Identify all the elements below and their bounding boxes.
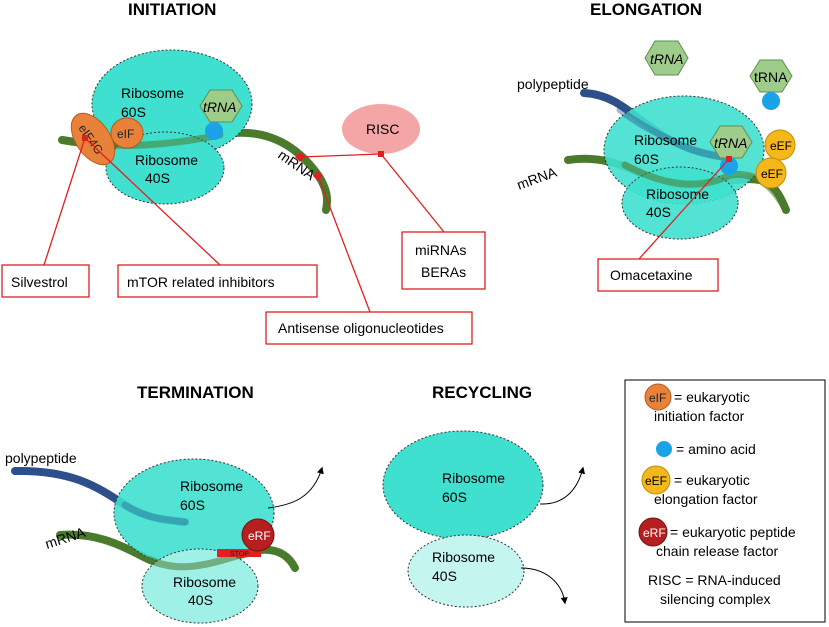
- omacetaxine-line: [638, 158, 730, 260]
- risc-label: RISC: [366, 121, 399, 137]
- termination-60s-label-size: 60S: [180, 497, 205, 513]
- legend-erf-line2: chain release factor: [656, 543, 779, 559]
- antisense-label: Antisense oligonucleotides: [278, 320, 444, 336]
- legend-eef-icon-label: eEF: [645, 474, 667, 488]
- recycling-ribosome-60s: [382, 430, 544, 540]
- initiation-title: INITIATION: [128, 0, 216, 19]
- initiation-inhibitor-dots: [82, 135, 384, 181]
- elongation-trna-hexagon: [709, 125, 753, 159]
- initiation-40s-label-size: 40S: [145, 170, 170, 186]
- termination-40s-label-ribosome: Ribosome: [173, 574, 236, 590]
- initiation-amino-acid: [205, 122, 223, 140]
- elongation-60s-label-ribosome: Ribosome: [634, 132, 697, 148]
- silvestrol-label: Silvestrol: [11, 274, 68, 290]
- elongation-eef-1: [764, 129, 796, 161]
- legend-eif-icon-label: eIF: [649, 391, 666, 405]
- initiation-60s-label-ribosome: Ribosome: [121, 85, 184, 101]
- initiation-eif-label: eIF: [117, 127, 134, 141]
- initiation-eif4g: [70, 112, 116, 166]
- omacetaxine-label: Omacetaxine: [610, 267, 693, 283]
- omacetaxine-box: [597, 258, 719, 292]
- elongation-trna-label: tRNA: [714, 135, 747, 151]
- termination-40s-label-size: 40S: [188, 592, 213, 608]
- elongation-free-amino-acid: [762, 92, 780, 110]
- recycling-40s-label-ribosome: Ribosome: [432, 549, 495, 565]
- elongation-60s-label-size: 60S: [634, 151, 659, 167]
- legend-eif-line2: initiation factor: [654, 408, 745, 424]
- legend-eef-line2: elongation factor: [654, 491, 758, 507]
- legend-box: [624, 379, 826, 623]
- elongation-40s-label-ribosome: Ribosome: [646, 186, 709, 202]
- elongation-free-trna-1: [644, 40, 689, 76]
- elongation-polypeptide-overlay: [616, 106, 732, 162]
- legend-erf-line1: = eukaryotic peptide: [670, 524, 796, 540]
- initiation-inhibitor-lines: [43, 137, 445, 313]
- elongation-polypeptide-label: polypeptide: [517, 76, 589, 92]
- elongation-amino-acid: [720, 157, 738, 175]
- legend-eif-icon: [644, 383, 672, 411]
- mtor-label: mTOR related inhibitors: [127, 274, 275, 290]
- recycling-60s-label-size: 60S: [442, 489, 467, 505]
- initiation-40s-label-ribosome: Ribosome: [135, 152, 198, 168]
- beras-label: BERAs: [421, 264, 466, 280]
- mirnas-beras-box: [401, 231, 486, 290]
- silvestrol-box: [1, 264, 90, 298]
- termination-release-arrow: [267, 466, 324, 509]
- antisense-box: [265, 311, 473, 345]
- termination-60s-label-ribosome: Ribosome: [180, 478, 243, 494]
- legend-aa-text: = amino acid: [676, 441, 756, 457]
- mtor-box: [117, 264, 318, 298]
- initiation-eif: [110, 117, 144, 149]
- recycling-40s-arrow: [520, 567, 568, 605]
- elongation-free-trna-2: [749, 59, 793, 93]
- elongation-free-trna-2-label: tRNA: [754, 69, 788, 85]
- recycling-ribosome-40s: [407, 534, 525, 608]
- recycling-60s-label-ribosome: Ribosome: [442, 470, 505, 486]
- mirnas-label: miRNAs: [415, 242, 466, 258]
- elongation-mrna-label: mRNA: [515, 163, 560, 192]
- termination-erf: [241, 518, 275, 552]
- termination-title: TERMINATION: [137, 383, 254, 402]
- legend-risc-line2: silencing complex: [660, 591, 771, 607]
- stop-codon: [217, 549, 261, 557]
- elongation-eef-2: [755, 157, 787, 189]
- elongation-free-trna-1-label: tRNA: [650, 51, 683, 67]
- recycling-60s-arrow: [539, 466, 586, 505]
- recycling-40s-label-size: 40S: [432, 568, 457, 584]
- termination-ribosome-60s: [113, 458, 275, 568]
- elongation-title: ELONGATION: [590, 0, 702, 19]
- stop-codon-label: STOP: [230, 551, 249, 558]
- elongation-eef-2-label: eEF: [761, 167, 783, 181]
- termination-polypeptide-label: polypeptide: [5, 450, 77, 466]
- recycling-title: RECYCLING: [432, 383, 532, 402]
- initiation-trna-hexagon: [199, 89, 243, 123]
- initiation-60s-label-size: 60S: [121, 104, 146, 120]
- legend-risc-line1: RISC = RNA-induced: [648, 572, 781, 588]
- initiation-trna-label: tRNA: [203, 99, 236, 115]
- legend-eef-line1: = eukaryotic: [674, 472, 750, 488]
- termination-erf-label: eRF: [248, 529, 271, 543]
- legend-erf-icon-label: eRF: [643, 526, 666, 540]
- legend-aa-icon: [656, 441, 672, 457]
- omacetaxine-dot: [726, 156, 732, 162]
- legend-eef-icon: [641, 465, 671, 495]
- legend-eif-line1: = eukaryotic: [674, 389, 750, 405]
- risc-ellipse: [342, 104, 420, 154]
- elongation-40s-label-size: 40S: [646, 204, 671, 220]
- elongation-eef-1-label: eEF: [770, 139, 792, 153]
- termination-mrna-label: mRNA: [43, 524, 88, 552]
- legend-erf-icon: [638, 517, 668, 547]
- termination-polypeptide-overlay: [121, 501, 189, 526]
